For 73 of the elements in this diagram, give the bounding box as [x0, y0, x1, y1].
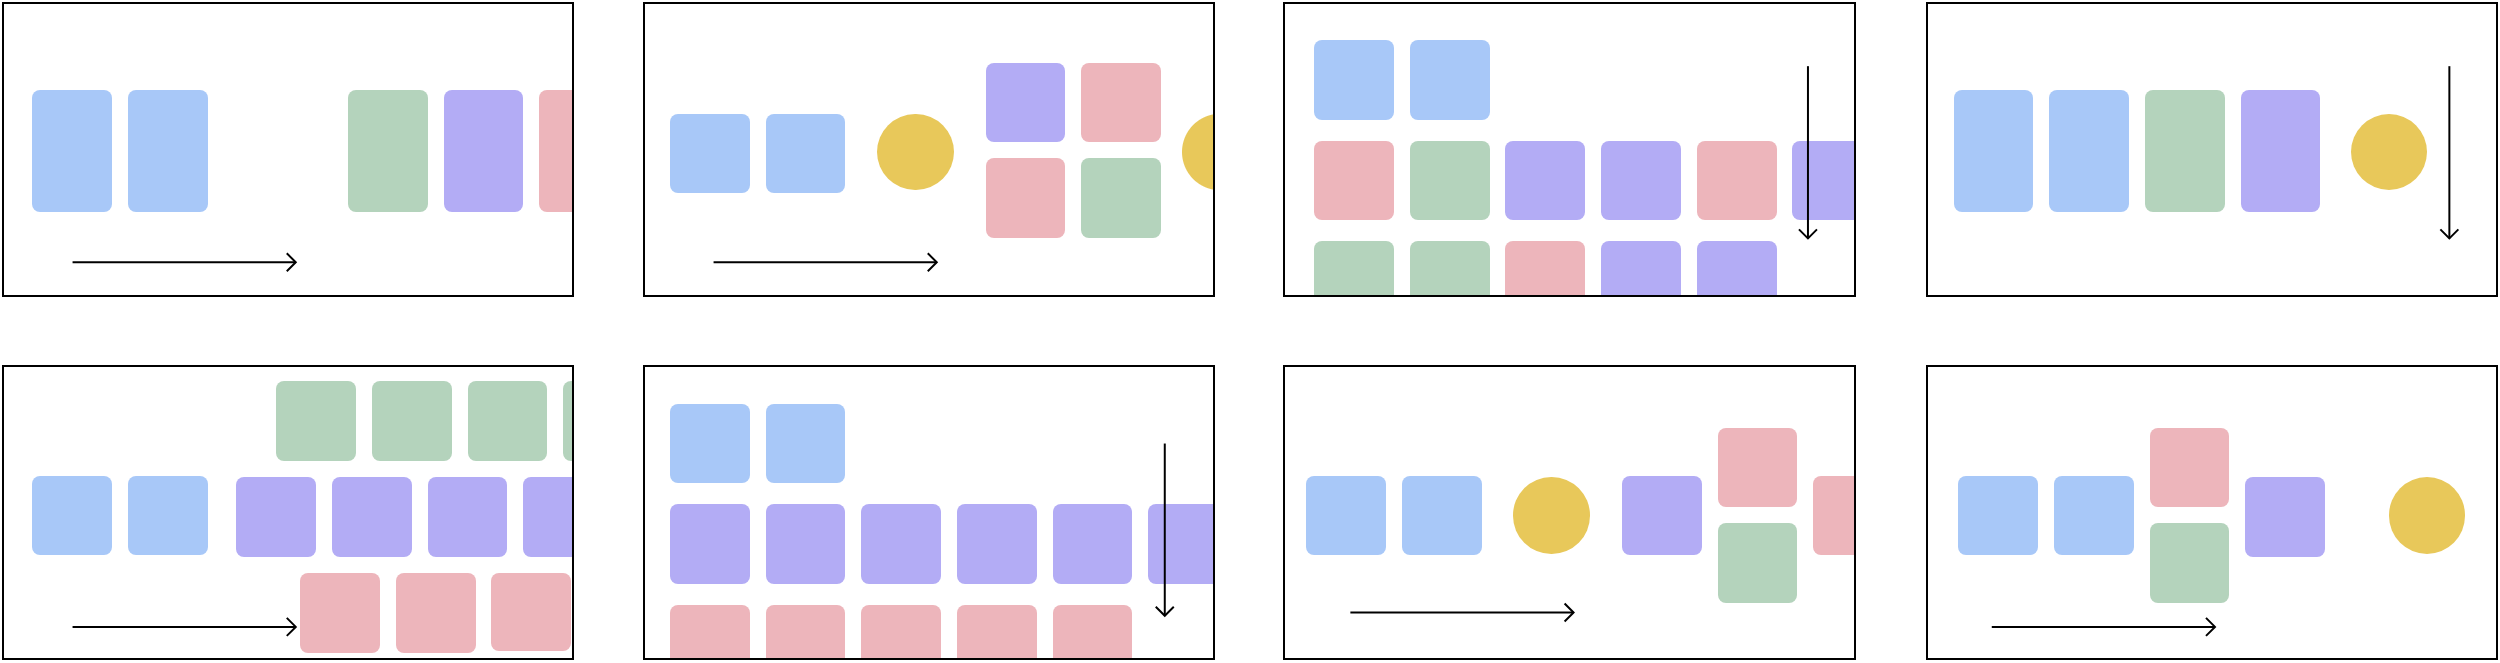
color-block [427, 477, 508, 557]
color-block [1696, 241, 1777, 295]
color-block [32, 89, 112, 213]
color-block [670, 403, 750, 484]
color-block [467, 381, 548, 462]
color-block [1792, 140, 1854, 221]
color-block [32, 475, 112, 556]
diagram-panel [1, 1, 574, 297]
color-block [765, 604, 846, 659]
color-block [371, 381, 452, 462]
color-block [1306, 475, 1386, 556]
diagram-panel [642, 365, 1215, 661]
diagram-panel [1, 365, 574, 661]
color-block [539, 89, 572, 213]
color-block [127, 475, 208, 556]
color-block [765, 504, 846, 584]
color-block [1401, 475, 1482, 556]
diagram-panel [1926, 1, 2499, 297]
color-block [1958, 475, 2038, 556]
color-block [1621, 475, 1702, 556]
color-block [2049, 89, 2129, 213]
color-block [1505, 140, 1586, 221]
color-block [563, 381, 572, 462]
color-block [2240, 89, 2321, 213]
color-block [1081, 158, 1162, 238]
color-block [985, 158, 1066, 238]
diagram-panel [1283, 1, 1856, 297]
color-block [861, 604, 942, 659]
color-block [1717, 523, 1798, 604]
color-block [1409, 241, 1490, 295]
color-block [443, 89, 524, 213]
diagram-panel [1926, 365, 2499, 661]
color-block [1314, 40, 1394, 120]
color-block [670, 604, 750, 659]
color-block [1717, 427, 1798, 508]
color-block [395, 572, 476, 653]
color-block [2053, 475, 2134, 556]
color-block [1505, 241, 1586, 295]
diagram-panel [642, 1, 1215, 297]
color-block [2149, 427, 2230, 508]
color-block [2149, 523, 2230, 604]
color-block [957, 604, 1037, 659]
color-block [1052, 604, 1133, 659]
color-block [1601, 140, 1681, 221]
color-block [2245, 477, 2325, 557]
color-block [861, 504, 942, 584]
color-block [1696, 140, 1777, 221]
color-block [491, 572, 572, 651]
color-block [2144, 89, 2225, 213]
color-block [127, 89, 208, 213]
color-block [1314, 241, 1394, 295]
color-block [1148, 504, 1213, 584]
color-block [1409, 140, 1490, 221]
color-block [347, 89, 428, 213]
color-block [765, 113, 846, 194]
color-block [276, 381, 356, 462]
color-block [236, 477, 317, 557]
color-block [1953, 89, 2034, 213]
color-block [1052, 504, 1133, 584]
color-block [1081, 62, 1162, 143]
color-block [1409, 40, 1490, 120]
color-block [332, 477, 412, 557]
color-block [670, 113, 750, 194]
color-block [765, 403, 846, 484]
color-block [300, 572, 380, 653]
color-block [1314, 140, 1394, 221]
color-block [523, 477, 572, 557]
color-block [1813, 475, 1854, 556]
color-block [957, 504, 1037, 584]
color-block [670, 504, 750, 584]
diagram-panel [1283, 365, 1856, 661]
color-block [985, 62, 1066, 143]
color-block [1601, 241, 1681, 295]
